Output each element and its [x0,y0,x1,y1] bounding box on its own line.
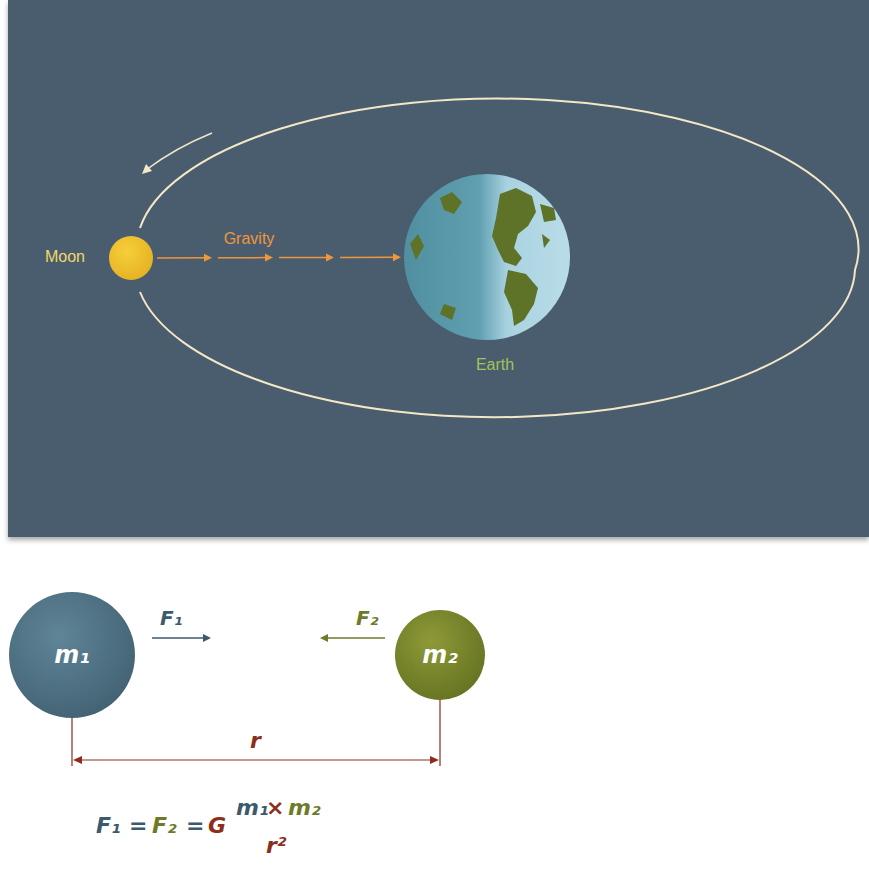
continent [540,204,556,222]
arrow-segment [279,257,328,259]
node-label: m₁ [54,641,90,669]
dimension-line [80,759,432,760]
node-label: Moon [45,248,85,266]
arrowhead [265,254,273,262]
continent [542,234,550,248]
formula-term: r² [266,833,287,858]
continent [492,188,536,266]
formula-term: m₁ [236,795,269,820]
force-label: F₁ [160,606,182,630]
formula-term: m₂ [288,795,321,820]
node-label: m₂ [422,641,458,669]
formula-term: G [208,813,226,838]
dimension-arrowhead [73,756,82,764]
formula-term: F₁ [96,813,121,838]
force-arrowhead [320,634,328,642]
orbit-ellipse [140,99,859,418]
formula-term: F₂ [152,813,177,838]
arrowhead [326,253,334,261]
arrowhead [204,254,212,262]
formula-term: = [186,813,204,838]
continent [504,270,538,326]
continent [440,304,456,320]
formula-term: × [266,795,284,820]
continent [410,234,424,260]
mass-circle: m₂ [395,610,485,700]
continent [440,192,462,214]
dimension-tick [439,690,440,766]
arrow-segment [218,257,267,259]
dimension-arrowhead [430,756,439,764]
node-label: Earth [476,356,514,374]
earth-globe: Earth [404,174,570,340]
force-label: F₂ [356,606,378,630]
distance-label: r [250,728,261,753]
arrow-segment [340,257,395,259]
direction-arrow [146,133,212,170]
gravity-arrow [157,253,401,262]
edge-label: Gravity [224,230,275,248]
mass-circle: m₁ [9,592,135,718]
force-arrow [326,637,385,639]
formula-term: = [129,813,147,838]
moon-circle: Moon [109,236,153,280]
direction-arrowhead [142,164,152,174]
arrow-segment [157,257,206,259]
force-arrow [152,637,205,639]
arrowhead [393,253,401,261]
force-arrowhead [203,634,211,642]
earth-drawing [404,174,570,340]
earth-ocean [404,174,570,340]
